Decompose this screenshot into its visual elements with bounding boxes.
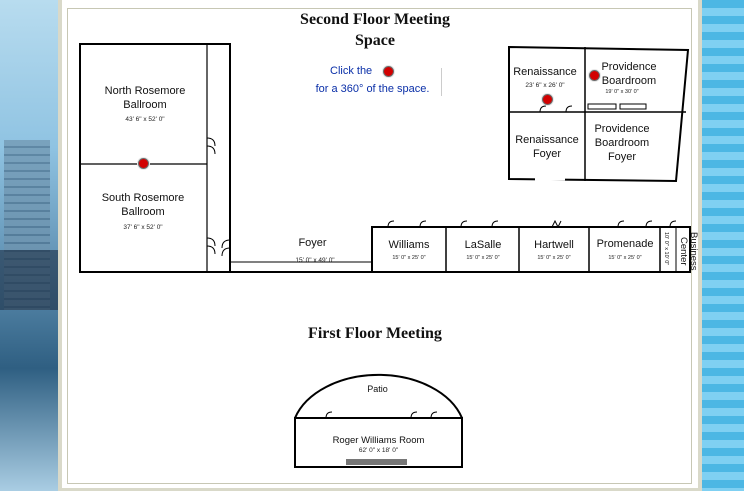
roger-williams-dimensions: 62' 0" x 18' 0" xyxy=(358,447,399,454)
renaissance-foyer-name-line1: Renaissance xyxy=(515,134,579,146)
providence-boardroom-name-line1: Providence xyxy=(601,61,657,73)
lasalle-dimensions: 15' 0" x 25' 0" xyxy=(466,255,500,261)
south-rosemore-label: South Rosemore Ballroom xyxy=(88,191,198,219)
providence-foyer-label: Providence Boardroom Foyer xyxy=(590,122,654,164)
providence-boardroom-name-line2: Boardroom xyxy=(601,75,657,87)
renaissance-label: Renaissance xyxy=(513,66,577,78)
promenade-dimensions: 15' 0" x 25' 0" xyxy=(608,255,642,261)
stage xyxy=(346,459,407,465)
providence-foyer-name-line2: Boardroom xyxy=(594,137,650,149)
williams-dimensions: 15' 0" x 25' 0" xyxy=(392,255,426,261)
renaissance-foyer-name-line2: Foyer xyxy=(532,148,562,160)
renaissance-dimensions: 23' 6" x 26' 0" xyxy=(525,82,565,89)
frame-border-right xyxy=(698,0,702,491)
north-rosemore-dimensions: 43' 6" x 52' 0" xyxy=(125,116,165,123)
business-center-label: Business Center xyxy=(678,230,699,272)
first-floor-title: First Floor Meeting xyxy=(308,325,442,342)
lasalle-label: LaSalle xyxy=(464,239,502,251)
striped-side-panel xyxy=(702,0,744,491)
foyer-label: Foyer xyxy=(298,237,327,249)
north-rosemore-name-line2: Ballroom xyxy=(123,99,167,111)
williams-label: Williams xyxy=(388,239,430,251)
promenade-label: Promenade xyxy=(596,238,654,250)
patio-label: Patio xyxy=(367,384,388,394)
hint-click-text: Click the xyxy=(330,65,373,77)
providence-boardroom-label: Providence Boardroom xyxy=(598,60,660,88)
hint-line2: for a 360° of the space. xyxy=(315,83,430,95)
south-rosemore-name-line2: Ballroom xyxy=(121,206,165,218)
second-floor-title-line1: Second Floor Meeting xyxy=(300,11,450,28)
renaissance-360-view-marker-icon[interactable] xyxy=(542,94,553,105)
foyer-dimensions: 15' 0" x 49' 0" xyxy=(295,257,335,264)
providence-360-view-marker-icon[interactable] xyxy=(589,70,600,81)
roger-williams-label: Roger Williams Room xyxy=(332,435,425,446)
providence-foyer-name-line3: Foyer xyxy=(607,151,637,163)
hartwell-label: Hartwell xyxy=(534,239,574,251)
hint-360-marker-icon xyxy=(383,66,394,77)
business-center-name-line1: Business xyxy=(688,231,699,271)
floor-plan-panel xyxy=(67,8,692,484)
frame-border-bottom xyxy=(58,488,702,491)
renaissance-foyer-label: Renaissance Foyer xyxy=(511,133,583,161)
frame-border-left xyxy=(58,0,62,491)
hint-line1: Click the xyxy=(330,65,380,77)
hint-divider xyxy=(441,68,442,96)
south-rosemore-name-line1: South Rosemore xyxy=(101,192,185,204)
hartwell-dimensions: 15' 0" x 25' 0" xyxy=(537,255,571,261)
north-rosemore-name-line1: North Rosemore xyxy=(104,85,186,97)
ballroom-360-view-marker-icon[interactable] xyxy=(138,158,149,169)
north-rosemore-label: North Rosemore Ballroom xyxy=(90,84,200,112)
hotel-photo-panel xyxy=(0,0,58,491)
second-floor-title-line2: Space xyxy=(355,32,395,49)
providence-boardroom-dimensions: 19' 0" x 30' 0" xyxy=(605,89,639,95)
south-rosemore-dimensions: 37' 6" x 52' 0" xyxy=(123,224,163,231)
building-image-shadow xyxy=(0,250,58,310)
business-center-dimensions: 10' 0" x 10' 0" xyxy=(663,232,669,266)
providence-foyer-name-line1: Providence xyxy=(594,123,650,135)
second-floor-title: Second Floor Meeting Space xyxy=(265,9,485,51)
business-center-name-line2: Center xyxy=(678,236,689,266)
